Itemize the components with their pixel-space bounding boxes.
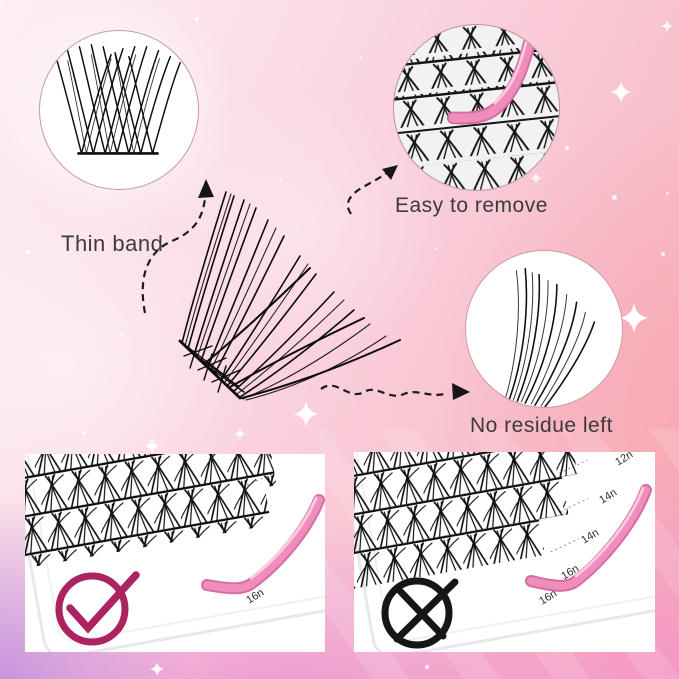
sparkle-icon	[425, 665, 429, 669]
lash-tray-photo: 12n 14n 14n 16n 16n	[354, 452, 655, 652]
sparkle-icon	[195, 17, 199, 21]
size-label: 14n	[579, 527, 601, 547]
sparkle-icon	[26, 250, 31, 255]
pink-band	[201, 494, 325, 595]
size-label: 12n	[613, 452, 635, 469]
sparkle-icon	[144, 438, 160, 454]
easy-to-remove-label: Easy to remove	[395, 194, 548, 217]
arrow-to-no-residue	[320, 384, 449, 397]
easy-to-remove-photo	[393, 24, 560, 191]
sparkle-icon	[150, 662, 164, 676]
pink-band	[525, 484, 652, 592]
arrow-to-easy-remove	[346, 172, 388, 215]
sparkle-icon	[293, 401, 319, 427]
check-icon	[55, 571, 140, 646]
sparkle-icon	[610, 81, 632, 103]
sparkle-icon	[119, 332, 123, 336]
sparkle-icon	[434, 247, 437, 250]
sparkle-icon	[612, 195, 617, 200]
thin-band-label: Thin band	[61, 231, 164, 256]
sparkle-icon	[661, 20, 673, 32]
lash-cluster-photo	[178, 191, 401, 401]
incorrect-usage-panel: 12n 14n 14n 16n 16n	[354, 452, 655, 652]
sparkle-icon	[661, 252, 665, 256]
size-label: 14n	[597, 487, 619, 507]
cross-icon	[381, 577, 459, 649]
sparkle-icon	[530, 172, 542, 184]
pink-band	[446, 25, 539, 125]
sparkle-icon	[82, 431, 86, 435]
lash-tray-photo: 16n	[25, 454, 325, 652]
sparkle-icon	[619, 303, 649, 333]
thin-band-photo	[39, 30, 199, 190]
no-residue-photo	[465, 250, 623, 408]
sparkle-icon	[359, 56, 362, 59]
sparkle-icon	[666, 192, 669, 195]
sparkle-icon	[565, 146, 569, 150]
sparkle-icon	[279, 178, 282, 181]
correct-usage-panel: 16n	[25, 454, 325, 652]
no-residue-label: No residue left	[470, 414, 613, 437]
sparkle-icon	[234, 428, 246, 440]
